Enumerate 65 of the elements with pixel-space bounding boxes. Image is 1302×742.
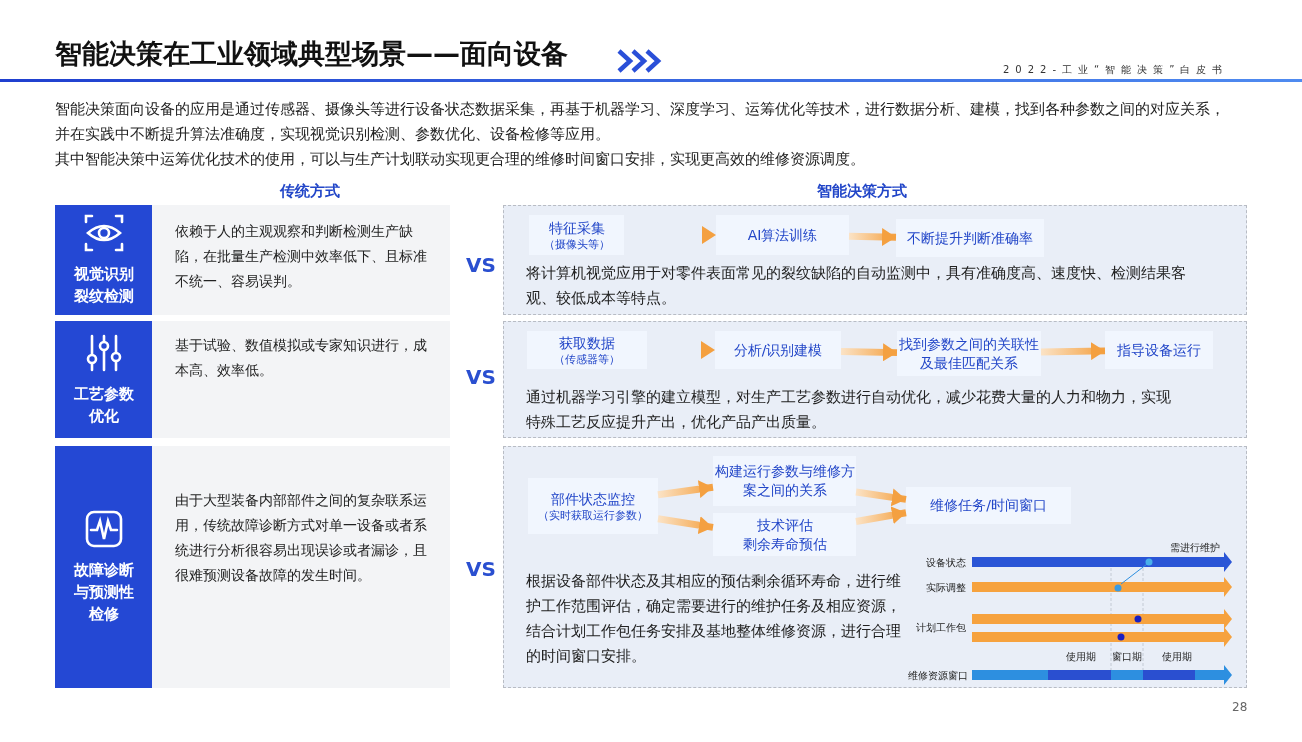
dashed-panel bbox=[503, 321, 1247, 438]
arrow bbox=[848, 228, 897, 246]
description-text: 根据设备部件状态及其相应的预估剩余循环寿命，进行维护工作范围评估，确定需要进行的维护任务及相应资源，结合计划工作包任务安排及基地整体维修资源，进行合理的时间窗口安排。 bbox=[526, 572, 901, 666]
category-title: 故障诊断与预测性检修 bbox=[72, 560, 135, 625]
chart-label: 需进行维护 bbox=[1170, 541, 1220, 554]
box-title: 维修任务/时间窗口 bbox=[930, 496, 1047, 515]
box-note: （摄像头等） bbox=[543, 237, 610, 252]
arrow bbox=[855, 488, 907, 507]
description-text: 基于试验、数值模拟或专家知识进行，成本高、效率低。 bbox=[175, 336, 428, 380]
process-box bbox=[716, 215, 849, 255]
box-title: AI算法训练 bbox=[747, 225, 818, 245]
intro-text: 智能决策面向设备的应用是通过传感器、摄像头等进行设备状态数据采集，再基于机器学习、深度学习、运筹优化等技术，进行数据分析、建模，找到各种参数之间的对应关系，并在实践中不断提升算法准确度，实现视觉识别检测、参数优化、设备检修等应用。 bbox=[55, 100, 1226, 144]
arrow bbox=[657, 515, 714, 535]
chart-label: 使用期 bbox=[1162, 650, 1192, 663]
vs-text: VS bbox=[466, 364, 496, 390]
chart-label: 维修资源窗口 bbox=[908, 669, 968, 682]
arrow bbox=[855, 506, 907, 525]
description-panel bbox=[152, 321, 450, 438]
box-note: （传感器等） bbox=[554, 352, 620, 367]
category-panel bbox=[55, 446, 152, 688]
box-title: 指导设备运行 bbox=[1117, 340, 1201, 360]
process-box bbox=[713, 513, 856, 556]
box-title: 获取数据 bbox=[559, 333, 615, 353]
category-panel bbox=[55, 205, 152, 315]
vs-text: VS bbox=[466, 252, 496, 278]
arrow bbox=[657, 480, 714, 499]
vs-text: VS bbox=[466, 556, 496, 582]
arrow bbox=[1040, 342, 1106, 361]
description-text: 由于大型装备内部部件之间的复杂联系运用，传统故障诊断方式对单一设备或者系统进行分析很容易出现误诊或者漏诊，且很难预测设备故障的发生时间。 bbox=[175, 491, 428, 585]
category-title: 视觉识别裂纹检测 bbox=[72, 264, 135, 307]
page-number: 28 bbox=[1232, 699, 1248, 715]
box-title: 技术评估 bbox=[756, 515, 813, 535]
box-title: 构建运行参数与维修方案之间的关系 bbox=[713, 462, 856, 500]
process-box bbox=[713, 456, 856, 506]
dashed-panel bbox=[503, 446, 1247, 688]
arrow bbox=[840, 343, 898, 362]
process-box bbox=[906, 487, 1071, 524]
box-title: 找到参数之间的关联性及最佳匹配关系 bbox=[898, 334, 1040, 373]
box-title: 特征采集 bbox=[548, 218, 605, 238]
chart-label: 设备状态 bbox=[926, 556, 966, 569]
chart-label: 实际调整 bbox=[926, 581, 966, 594]
description-panel bbox=[152, 446, 450, 688]
box-title: 分析/识别建模 bbox=[733, 340, 823, 360]
box-title: 不断提升判断准确率 bbox=[907, 228, 1033, 248]
process-box bbox=[715, 331, 841, 369]
category-title: 工艺参数优化 bbox=[72, 383, 135, 427]
chart-label: 使用期 bbox=[1066, 650, 1096, 663]
description-text: 依赖于人的主观观察和判断检测生产缺陷，在批量生产检测中效率低下、且标准不统一、容易误判。 bbox=[175, 222, 428, 291]
subtitle: 2022-工业“智能决策”白皮书 bbox=[1003, 63, 1229, 76]
intro-text: 其中智能决策中运筹优化技术的使用，可以与生产计划联动实现更合理的维修时间窗口安排，实现更高效的维修资源调度。 bbox=[55, 150, 866, 169]
box-note: 剩余寿命预估 bbox=[742, 534, 827, 554]
category-panel bbox=[55, 321, 152, 438]
process-box bbox=[528, 478, 658, 534]
process-box bbox=[1105, 331, 1213, 369]
description-text: 将计算机视觉应用于对零件表面常见的裂纹缺陷的自动监测中，具有准确度高、速度快、检测结果客观、较低成本等特点。 bbox=[526, 264, 1187, 308]
page-title: 智能决策在工业领域典型场景——面向设备 bbox=[55, 37, 568, 71]
box-note: （实时获取运行参数） bbox=[538, 508, 648, 523]
chart-label: 计划工作包 bbox=[916, 621, 966, 634]
process-box bbox=[896, 219, 1044, 257]
box-title: 部件状态监控 bbox=[551, 489, 635, 509]
description-panel bbox=[152, 205, 450, 315]
chart-label: 窗口期 bbox=[1112, 650, 1142, 663]
dashed-panel bbox=[503, 205, 1247, 315]
description-text: 通过机器学习引擎的建立模型，对生产工艺参数进行自动优化，减少花费大量的人力和物力，实现特殊工艺反应提升产出，优化产品产出质量。 bbox=[526, 388, 1172, 432]
column-heading: 智能决策方式 bbox=[817, 181, 907, 201]
